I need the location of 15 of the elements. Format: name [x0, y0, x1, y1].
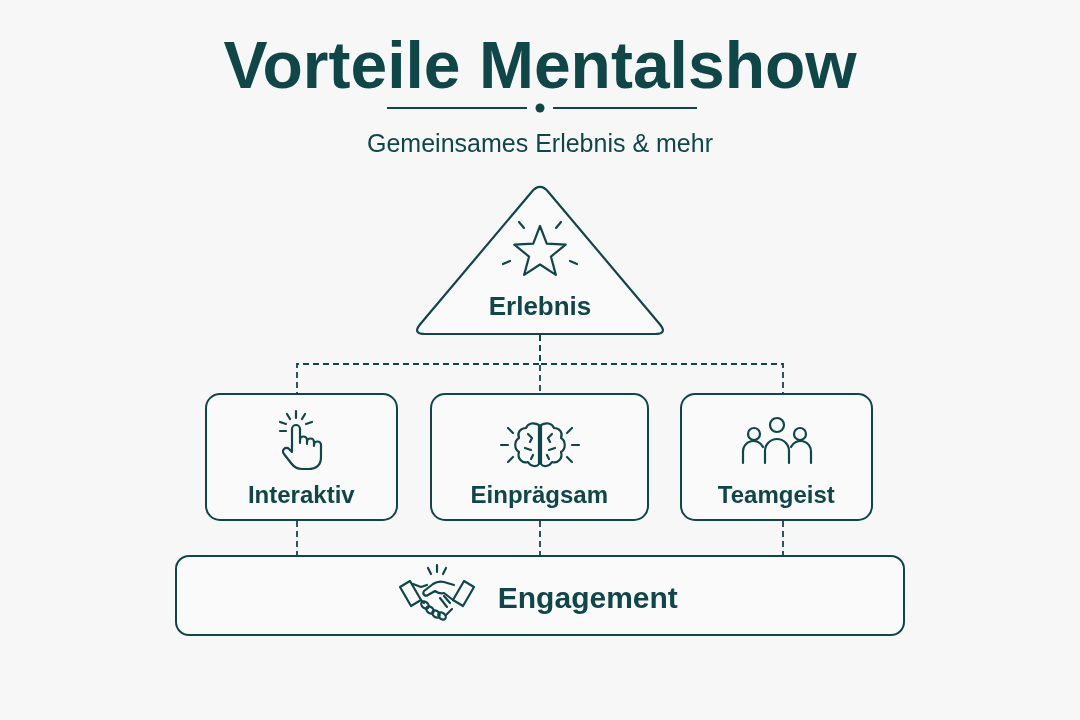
subtitle: Gemeinsames Erlebnis & mehr [367, 128, 713, 158]
base-bar [175, 555, 905, 636]
dashed-connector [539, 520, 541, 556]
feature-card [205, 393, 398, 521]
node-label: Engagement [497, 579, 678, 616]
feature-card [430, 393, 649, 521]
dashed-connector [782, 520, 784, 556]
title: Vorteile Mentalshow [223, 28, 857, 104]
dashed-connector [539, 334, 784, 394]
node-label: Teamgeist [717, 480, 835, 510]
feature-card [680, 393, 873, 521]
node-label: Einprägsam [470, 480, 608, 510]
node-label: Interaktiv [247, 480, 355, 510]
node-label: Erlebnis [488, 291, 592, 323]
dashed-connector [296, 520, 298, 556]
